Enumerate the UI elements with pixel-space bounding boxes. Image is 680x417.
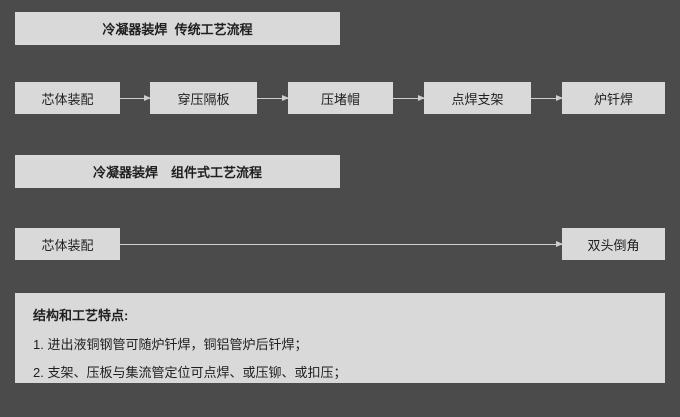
flow-arrow-icon <box>531 95 563 101</box>
flow1-step-label: 点焊支架 <box>451 91 504 107</box>
notes-panel: 结构和工艺特点: 1. 进出液铜钢管可随炉钎焊，铜铝管炉后钎焊； 2. 支架、压… <box>15 293 665 383</box>
flow-arrow-icon <box>120 95 151 101</box>
notes-title: 结构和工艺特点: <box>33 308 129 323</box>
flow1-step-core-assembly: 芯体装配 <box>15 82 120 114</box>
note-item: 1. 进出液铜钢管可随炉钎焊，铜铝管炉后钎焊； <box>33 337 308 352</box>
flow-arrow-icon <box>120 241 563 247</box>
flow1-title: 冷凝器装焊 传统工艺流程 <box>102 22 253 37</box>
flow1-step-furnace-brazing: 炉钎焊 <box>562 82 665 114</box>
flow1-step-label: 芯体装配 <box>41 91 94 107</box>
flow1-step-press-cap: 压堵帽 <box>288 82 393 114</box>
flow2-step-double-end-chamfer: 双头倒角 <box>562 228 665 260</box>
flow1-title-box: 冷凝器装焊 传统工艺流程 <box>15 12 340 45</box>
flow-arrow-icon <box>393 95 425 101</box>
flow1-step-label: 炉钎焊 <box>593 91 633 107</box>
flow2-step-label: 芯体装配 <box>41 237 94 253</box>
flow1-step-label: 压堵帽 <box>320 91 360 107</box>
flow2-title: 冷凝器装焊 组件式工艺流程 <box>92 165 262 180</box>
flow1-step-press-baffle: 穿压隔板 <box>150 82 257 114</box>
flow-arrow-icon <box>257 95 289 101</box>
flow2-step-core-assembly: 芯体装配 <box>15 228 120 260</box>
flow2-title-box: 冷凝器装焊 组件式工艺流程 <box>15 155 340 188</box>
note-item: 2. 支架、压板与集流管定位可点焊、或压铆、或扣压； <box>33 365 347 380</box>
flow2-step-label: 双头倒角 <box>587 237 640 253</box>
flow1-step-spot-weld-bracket: 点焊支架 <box>424 82 531 114</box>
flow1-step-label: 穿压隔板 <box>177 91 230 107</box>
